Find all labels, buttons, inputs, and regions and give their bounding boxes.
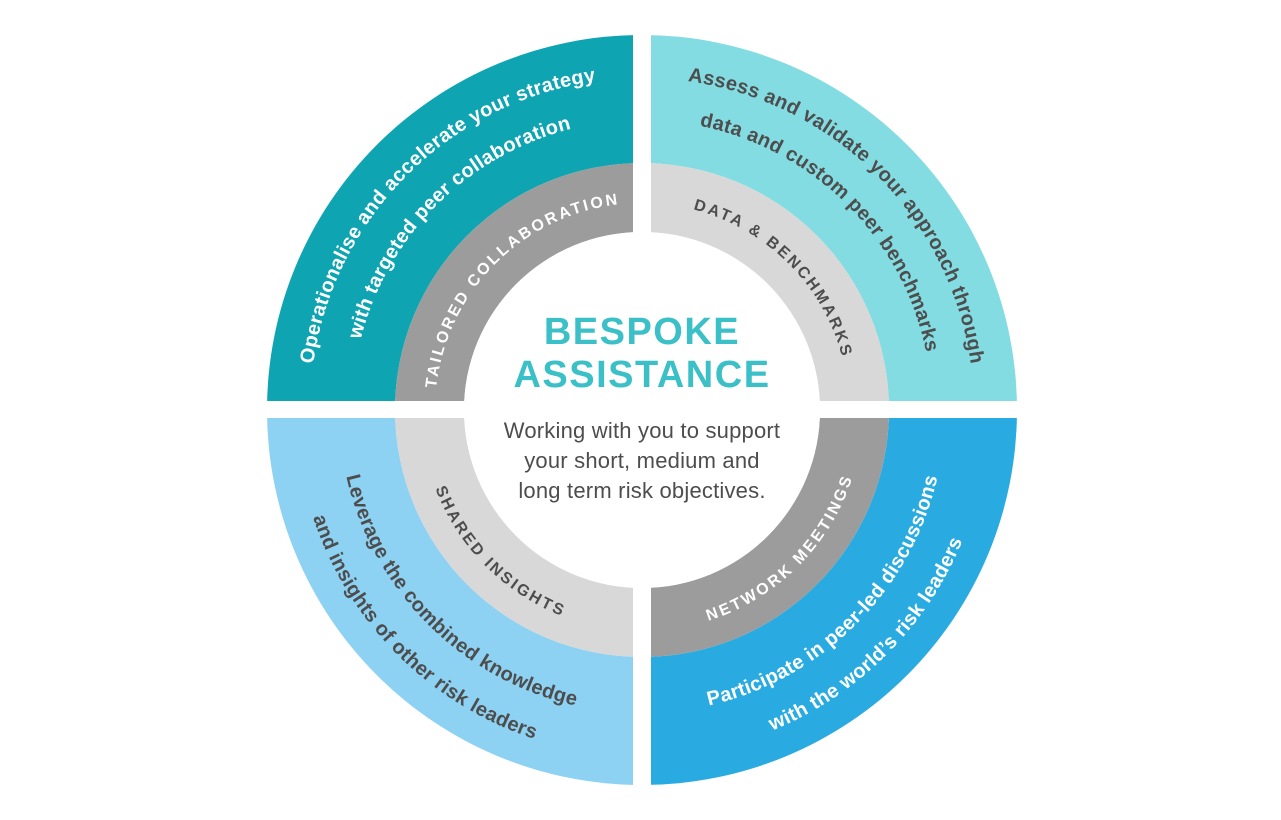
segment-shared-insights-outer-ring (267, 410, 642, 785)
segment-data-and-benchmarks-outer-ring (642, 35, 1017, 410)
segment-tailored-collaboration-outer-ring (267, 35, 642, 410)
center-subtitle-line3: long term risk objectives. (518, 478, 765, 503)
center-subtitle-line2: your short, medium and (524, 448, 760, 473)
segment-data-and-benchmarks-label-ring (642, 163, 889, 410)
segment-network-meetings-outer-ring (642, 410, 1017, 785)
center-circle (464, 232, 820, 588)
center-subtitle-line1: Working with you to support (504, 418, 780, 443)
center-title-line2: ASSISTANCE (513, 354, 770, 396)
segment-shared-insights-label-ring (395, 410, 642, 657)
segment-network-meetings-label-ring (642, 410, 889, 657)
center-title-line1: BESPOKE (544, 311, 740, 353)
segment-tailored-collaboration-label-ring (395, 163, 642, 410)
